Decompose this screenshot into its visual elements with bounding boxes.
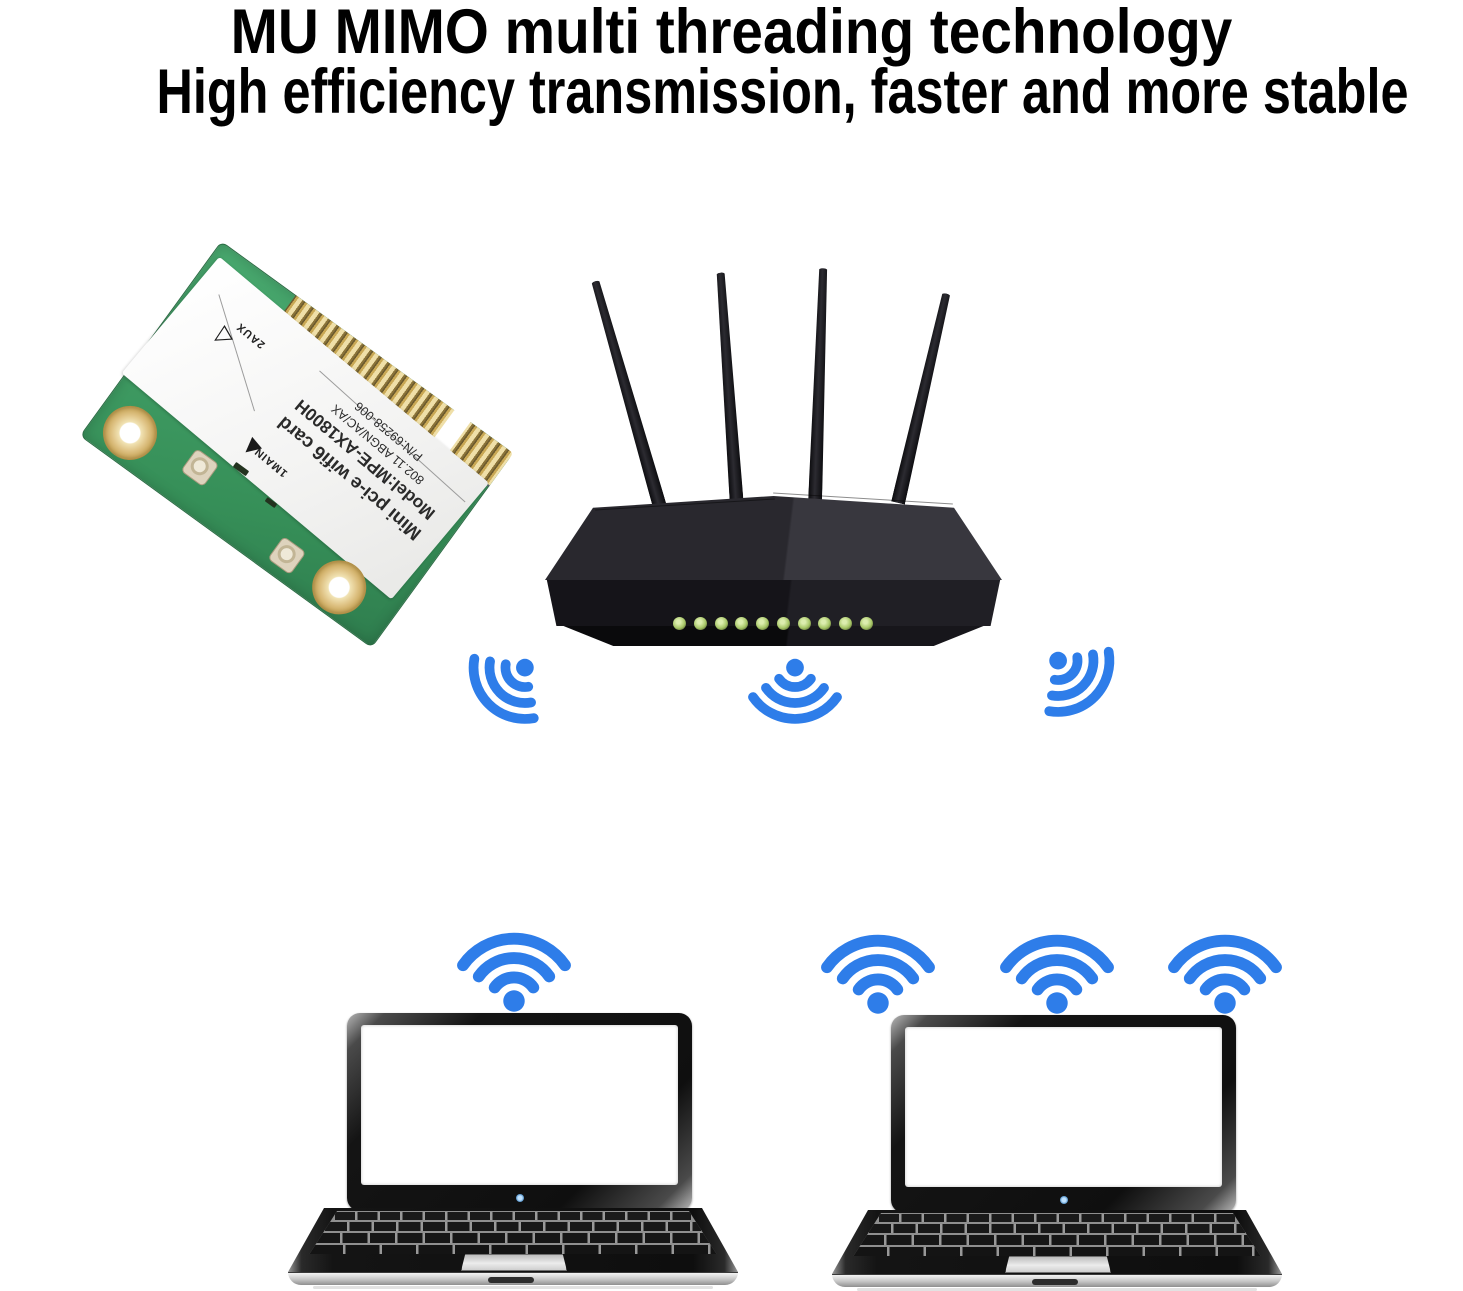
keyboard-row	[869, 1224, 1245, 1233]
headline-line-2: High efficiency transmission, faster and…	[156, 57, 1409, 127]
keyboard-row	[325, 1222, 701, 1231]
keyboard-row	[879, 1214, 1235, 1222]
wifi-signal-icon-laptop-right-3	[1167, 932, 1283, 1016]
router-antenna-1	[588, 279, 666, 509]
laptop-screen-bezel	[891, 1015, 1236, 1213]
wifi-signal-icon-laptop-right-1	[820, 932, 936, 1016]
router-status-led	[735, 616, 749, 630]
laptop-lid-notch	[1032, 1279, 1078, 1285]
laptop-reflection	[857, 1288, 1257, 1291]
keyboard-row	[859, 1235, 1255, 1245]
laptop-trackpad	[1005, 1256, 1111, 1273]
wifi-signal-icon-router-right	[1017, 619, 1134, 736]
router-status-led	[714, 616, 728, 630]
keyboard-row	[309, 1245, 717, 1254]
laptop-trackpad	[461, 1254, 567, 1271]
router-status-led	[797, 616, 811, 630]
keyboard-row	[853, 1247, 1261, 1256]
laptop-screen	[361, 1025, 678, 1185]
wifi-signal-icon-laptop-left	[456, 930, 572, 1014]
laptop-keyboard	[309, 1211, 717, 1254]
router-status-led	[818, 616, 832, 630]
router-status-led	[839, 616, 853, 630]
webcam-icon	[515, 1194, 524, 1202]
laptop-left	[283, 998, 743, 1290]
laptop-screen-bezel	[347, 1013, 692, 1211]
wifi-signal-icon-router-middle	[747, 657, 843, 726]
router-status-led	[859, 616, 873, 630]
label-divider-line	[218, 294, 255, 412]
headline-line-1: MU MIMO multi threading technology	[230, 0, 1233, 67]
wifi-signal-icon-laptop-right-2	[999, 932, 1115, 1016]
laptop-keyboard	[853, 1213, 1261, 1256]
laptop-right	[827, 1000, 1287, 1291]
webcam-icon	[1059, 1196, 1068, 1204]
headline: MU MIMO multi threading technology High …	[0, 0, 1463, 127]
router-antenna-3	[808, 268, 830, 503]
laptop-reflection	[313, 1286, 713, 1289]
router-status-led	[693, 616, 707, 630]
router-front-face	[546, 580, 1001, 626]
router-top-face	[545, 496, 1002, 580]
router-status-led	[756, 616, 770, 630]
router-status-led	[776, 616, 790, 630]
aux-triangle-icon: △	[204, 323, 235, 351]
router-led-row	[673, 616, 873, 630]
laptop-lid-notch	[488, 1277, 534, 1283]
router-status-led	[673, 616, 686, 630]
card-aux-port-label: 2AUX	[234, 320, 268, 351]
laptop-screen	[905, 1027, 1222, 1187]
wifi-router	[545, 278, 1002, 650]
router-antenna-2	[714, 272, 744, 507]
router-antenna-4	[891, 292, 953, 505]
wifi-card: Mini pci-e wifi6 card Model:MPE-AX1800H …	[79, 240, 514, 649]
wifi-signal-icon-router-left	[450, 626, 567, 743]
keyboard-row	[315, 1233, 711, 1243]
keyboard-row	[335, 1212, 691, 1220]
router-bottom-skirt	[563, 626, 984, 646]
